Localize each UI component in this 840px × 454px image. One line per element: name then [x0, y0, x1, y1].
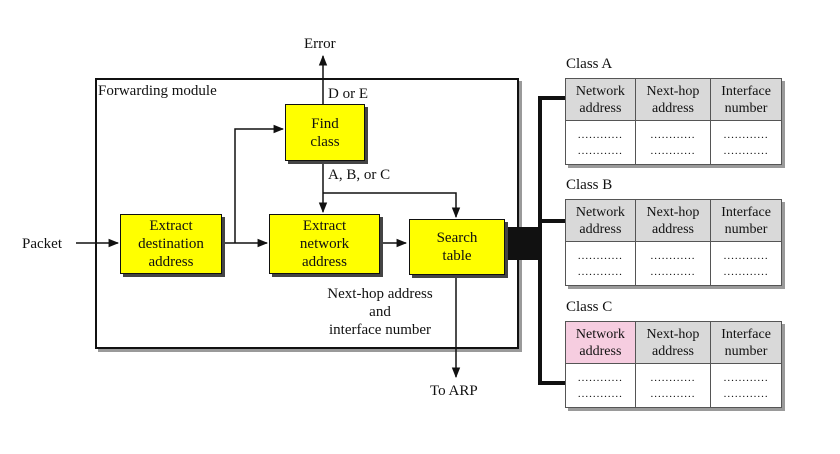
extract-destination-line1: Extract: [149, 218, 193, 234]
next-hop-label: Next-hop address and interface number: [300, 285, 460, 339]
search-table-box: Search table: [409, 219, 505, 275]
class-b-cell: ........................: [634, 241, 712, 286]
class-b-title: Class B: [566, 177, 613, 193]
class-c-cell: ........................: [634, 363, 712, 408]
arrow-to-find-class: [234, 124, 285, 243]
class-c-title: Class C: [566, 299, 613, 315]
abc-label: A, B, or C: [328, 167, 391, 183]
extract-network-line1: Extract: [302, 218, 347, 234]
class-c-cell: ........................: [710, 363, 782, 408]
search-table-line1: Search: [436, 230, 478, 246]
find-class-box: Find class: [285, 104, 365, 161]
extract-destination-line2: destination: [138, 236, 204, 252]
extract-network-line2: network: [299, 236, 350, 252]
arrow-class-to-search: [323, 192, 461, 219]
to-arp-label: To ARP: [430, 383, 478, 399]
forwarding-module-title: Forwarding module: [98, 83, 217, 99]
class-a-cell: ........................: [565, 120, 636, 165]
d-or-e-label: D or E: [328, 86, 368, 102]
search-table-line2: table: [442, 248, 472, 264]
next-hop-line1: Next-hop address: [327, 286, 433, 302]
class-a-cell: ........................: [634, 120, 712, 165]
next-hop-line2: and: [369, 304, 391, 320]
bus-connector: [505, 227, 541, 260]
extract-destination-box: Extract destination address: [120, 214, 222, 274]
class-c-cell: ........................: [565, 363, 636, 408]
class-b-cell: ........................: [710, 241, 782, 286]
extract-destination-line3: address: [148, 254, 194, 270]
class-a-cell: ........................: [710, 120, 782, 165]
packet-label: Packet: [22, 236, 62, 252]
bus-to-tables: [538, 96, 565, 385]
extract-network-box: Extract network address: [269, 214, 380, 274]
class-b-cell: ........................: [565, 241, 636, 286]
class-a-title: Class A: [566, 56, 613, 72]
find-class-line2: class: [310, 133, 340, 150]
error-label: Error: [304, 36, 336, 52]
find-class-line1: Find: [311, 115, 339, 132]
next-hop-line3: interface number: [328, 322, 432, 338]
extract-network-line3: address: [302, 254, 347, 270]
